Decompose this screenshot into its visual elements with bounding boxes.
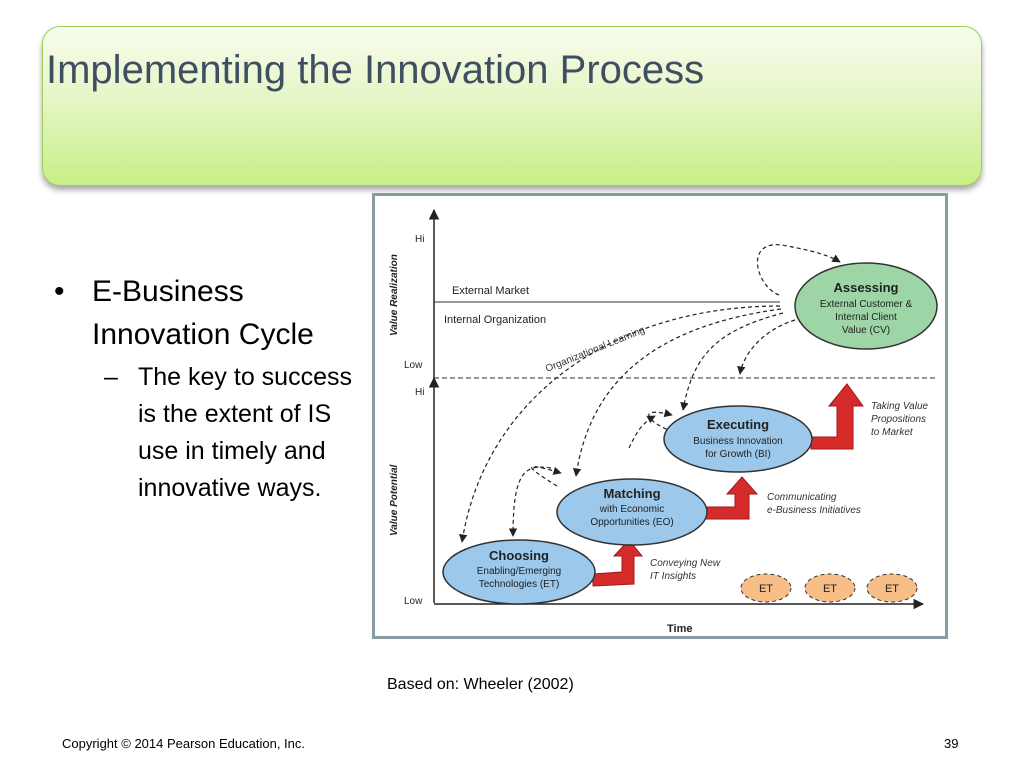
tick-low-bottom: Low [404,596,423,607]
et-node-2: ET [804,573,856,603]
internal-organization-label: Internal Organization [444,314,546,326]
executing-node: Executing Business Innovation for Growth… [663,405,813,473]
communicating-line2: e-Business Initiatives [767,505,861,516]
executing-line2: for Growth (BI) [705,449,771,460]
feedback-arrow-to-matching [572,308,782,477]
matching-line2: Opportunities (EO) [590,517,673,528]
et-ellipse-3 [866,573,918,603]
red-arrow-choosing-to-matching [592,539,644,587]
copyright-footer: Copyright © 2014 Pearson Education, Inc. [62,736,306,751]
executing-title: Executing [707,417,769,432]
page-number: 39 [944,736,959,751]
tick-low-top: Low [404,360,423,371]
assessing-line2: Internal Client [835,312,897,323]
taking-value-line3: to Market [871,427,914,438]
executing-ellipse [663,405,813,473]
et-label-1: ET [759,583,773,595]
matching-node: Matching with Economic Opportunities (EO… [556,478,708,546]
red-arrow-executing-to-market [810,383,864,450]
innovation-cycle-diagram: Value Realization Value Potential Time H… [372,193,948,639]
y-axis-bottom-label: Value Potential [389,464,400,536]
bullet-text: E-Business Innovation Cycle [92,275,314,351]
choosing-ellipse [442,539,596,605]
arrow-matching-to-executing [628,415,656,449]
feedback-arrow-to-choosing [459,305,781,543]
choosing-title: Choosing [489,548,549,563]
taking-value-line1: Taking Value [871,401,929,412]
assessing-ellipse [794,262,938,350]
communicating-line1: Communicating [767,492,837,503]
conveying-line1: Conveying New [650,558,721,569]
et-label-3: ET [885,583,899,595]
bullet-item: • E-Business Innovation Cycle [52,270,352,356]
assessing-title: Assessing [833,280,898,295]
title-banner [42,26,982,186]
sub-bullet-item: – The key to success is the extent of IS… [52,359,352,507]
executing-line1: Business Innovation [693,436,783,447]
slide-title: Implementing the Innovation Process [46,48,705,92]
loop-arrow-matching [531,466,562,487]
conveying-line2: IT Insights [650,571,696,582]
tick-hi-bottom: Hi [415,387,424,398]
diagram-caption: Based on: Wheeler (2002) [387,676,574,693]
arrow-matching-to-choosing [508,466,552,537]
assessing-node: Assessing External Customer & Internal C… [794,262,938,350]
et-node-1: ET [740,573,792,603]
diagram-canvas: Value Realization Value Potential Time H… [389,208,938,635]
assessing-line3: Value (CV) [842,325,890,336]
et-ellipse-1 [740,573,792,603]
choosing-line2: Technologies (ET) [479,579,560,590]
feedback-arrow-to-taking-value [737,319,796,375]
bullet-symbol: • [54,275,65,308]
tick-hi-top: Hi [415,234,424,245]
loop-arrow-assessing [756,244,841,296]
sub-bullet-symbol: – [104,363,118,391]
bullet-list: • E-Business Innovation Cycle – The key … [52,270,352,507]
external-market-label: External Market [452,285,529,297]
choosing-node: Choosing Enabling/Emerging Technologies … [442,539,596,605]
matching-ellipse [556,478,708,546]
et-node-3: ET [866,573,918,603]
feedback-arrow-to-executing [680,312,784,411]
choosing-line1: Enabling/Emerging [477,566,562,577]
assessing-line1: External Customer & [820,299,913,310]
et-label-2: ET [823,583,837,595]
y-axis-top-label: Value Realization [389,254,400,336]
matching-title: Matching [603,486,660,501]
et-ellipse-2 [804,573,856,603]
taking-value-line2: Propositions [871,414,926,425]
x-axis-label: Time [667,623,692,635]
matching-line1: with Economic [599,504,664,515]
red-arrow-matching-to-executing [702,476,759,520]
sub-bullet-text: The key to success is the extent of IS u… [138,363,352,502]
